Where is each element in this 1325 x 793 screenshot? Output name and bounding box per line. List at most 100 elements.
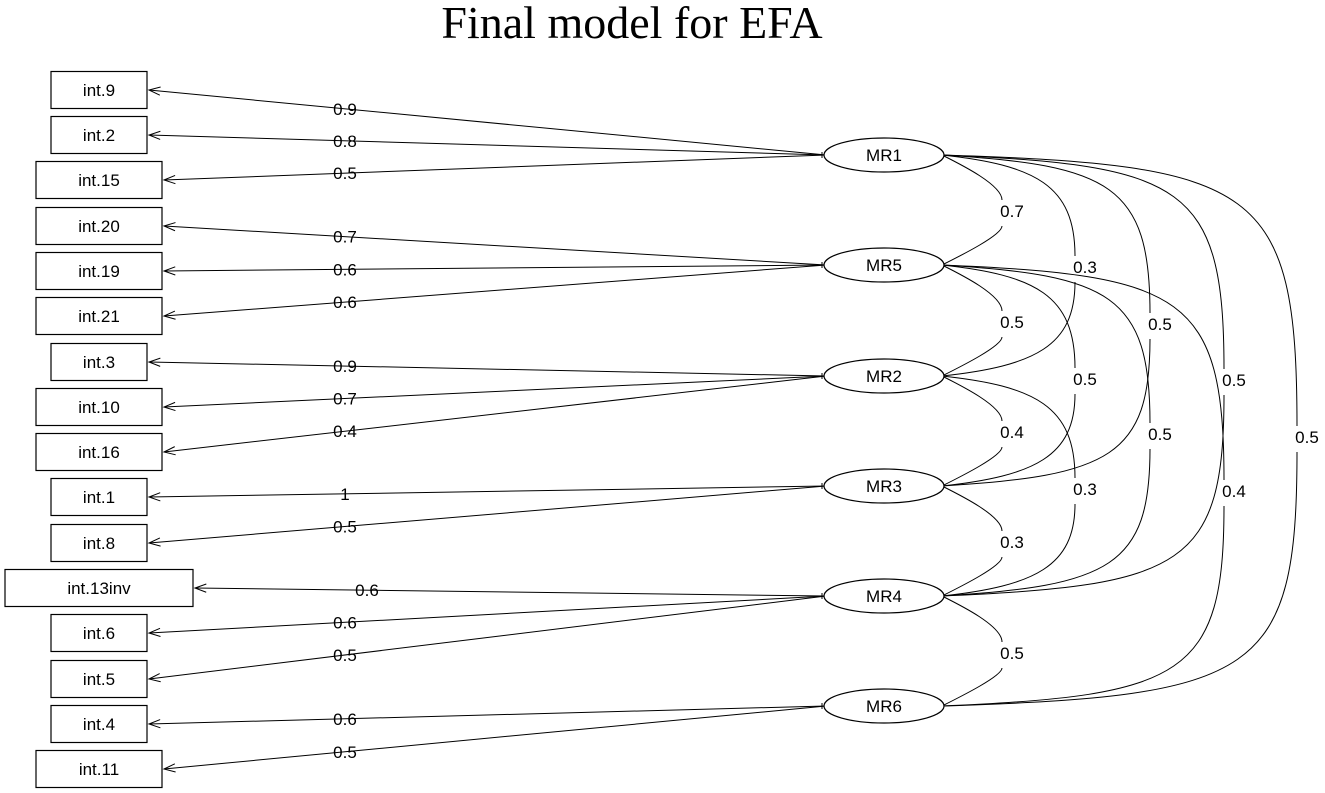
observed-box-int-21	[35, 296, 163, 336]
loading-arrowhead-int-11	[162, 763, 176, 773]
observed-box-int-9	[50, 70, 148, 110]
loading-arrowhead-int-20	[162, 222, 176, 232]
loading-value-mr3-int-1: 1	[340, 485, 349, 504]
corr-arc-lower-mr3-mr4	[941, 556, 1003, 597]
observed-box-int-8	[50, 523, 148, 563]
loading-value-mr4-int-5: 0.5	[333, 646, 357, 665]
loading-arrowhead-int-2	[147, 130, 161, 140]
loading-value-mr3-int-8: 0.5	[333, 517, 357, 536]
observed-box-int-19	[35, 251, 163, 291]
loading-line-mr1-int-15	[163, 154, 827, 181]
factor-label-mr5: MR5	[866, 256, 902, 275]
loading-arrowhead-int-21	[162, 310, 176, 320]
loading-value-mr5-int-19: 0.6	[333, 260, 357, 279]
corr-value-mr1-mr2: 0.3	[1073, 258, 1097, 277]
corr-value-mr5-mr6: 0.4	[1222, 482, 1246, 501]
loading-line-mr5-int-19	[163, 264, 827, 272]
loading-arrowhead-int-16	[162, 446, 176, 456]
observed-box-int-11	[35, 749, 163, 789]
corr-arc-upper-mr1-mr2	[941, 154, 1076, 257]
observed-label-int-8: int.8	[83, 534, 115, 553]
observed-label-int-13inv: int.13inv	[67, 579, 131, 598]
loading-value-mr2-int-10: 0.7	[333, 390, 357, 409]
loading-line-mr3-int-1	[148, 485, 827, 498]
corr-arc-lower-mr5-mr3	[941, 393, 1076, 487]
loading-value-mr5-int-21: 0.6	[333, 293, 357, 312]
corr-arc-lower-mr2-mr3	[941, 446, 1003, 487]
corr-arc-upper-mr1-mr5	[941, 154, 1003, 201]
loading-value-mr1-int-15: 0.5	[333, 164, 357, 183]
loading-value-mr5-int-20: 0.7	[333, 228, 357, 247]
factor-label-mr6: MR6	[866, 697, 902, 716]
corr-arc-lower-mr1-mr6	[941, 451, 1298, 707]
factor-ellipse-mr3	[823, 468, 945, 504]
corr-arc-lower-mr5-mr2	[941, 336, 1003, 377]
observed-label-int-4: int.4	[83, 715, 115, 734]
corr-value-mr2-mr3: 0.4	[1000, 423, 1024, 442]
loading-line-mr5-int-20	[163, 225, 827, 266]
observed-variables: int.9int.2int.15int.20int.19int.21int.3i…	[4, 70, 194, 789]
corr-value-mr1-mr4: 0.5	[1222, 371, 1246, 390]
loading-line-mr2-int-16	[163, 375, 827, 453]
factor-label-mr4: MR4	[866, 587, 902, 606]
loading-arrowhead-int-19	[162, 266, 176, 276]
corr-arc-lower-mr2-mr4	[941, 503, 1076, 597]
loading-line-mr1-int-2	[148, 134, 827, 156]
loading-arrowhead-int-10	[162, 401, 176, 412]
observed-label-int-21: int.21	[78, 307, 120, 326]
loading-arrowhead-int-6	[147, 627, 161, 637]
loading-arrowhead-int-13inv	[193, 583, 207, 593]
corr-arc-upper-mr5-mr3	[941, 264, 1076, 369]
corr-value-mr1-mr5: 0.7	[1000, 202, 1024, 221]
corr-value-mr1-mr3: 0.5	[1148, 315, 1172, 334]
loading-value-mr4-int-6: 0.6	[333, 613, 357, 632]
corr-value-mr5-mr3: 0.5	[1073, 370, 1097, 389]
observed-box-int-16	[35, 432, 163, 472]
factor-label-mr1: MR1	[866, 146, 902, 165]
corr-arc-upper-mr5-mr4	[941, 264, 1151, 424]
observed-box-int-15	[35, 160, 163, 200]
corr-value-mr2-mr4: 0.3	[1073, 480, 1097, 499]
observed-box-int-13inv	[4, 568, 194, 608]
loading-line-mr5-int-21	[163, 264, 827, 317]
observed-label-int-1: int.1	[83, 488, 115, 507]
loading-arrowhead-int-5	[147, 673, 161, 683]
factor-ellipse-mr4	[823, 578, 945, 614]
loading-line-mr4-int-13inv	[194, 587, 827, 597]
loading-line-mr3-int-8	[148, 485, 827, 544]
observed-box-int-1	[50, 477, 148, 517]
observed-box-int-10	[35, 387, 163, 427]
factor-label-mr2: MR2	[866, 367, 902, 386]
corr-arc-upper-mr4-mr6	[941, 595, 1003, 643]
loading-arrowhead-int-9	[147, 86, 161, 96]
loading-value-mr6-int-11: 0.5	[333, 743, 357, 762]
loading-line-mr2-int-3	[148, 361, 827, 377]
factor-correlation-arcs	[941, 154, 1298, 707]
factor-label-mr3: MR3	[866, 477, 902, 496]
observed-label-int-6: int.6	[83, 624, 115, 643]
corr-arc-upper-mr5-mr6	[941, 264, 1225, 481]
loading-arrowhead-int-15	[162, 175, 176, 185]
observed-box-int-2	[50, 115, 148, 155]
factor-ellipse-mr6	[823, 688, 945, 724]
observed-label-int-2: int.2	[83, 126, 115, 145]
corr-value-mr4-mr6: 0.5	[1000, 644, 1024, 663]
diagram-title: Final model for EFA	[441, 0, 822, 48]
corr-arc-upper-mr1-mr6	[941, 154, 1298, 427]
observed-box-int-3	[50, 342, 148, 382]
corr-arc-upper-mr1-mr4	[941, 154, 1225, 370]
corr-value-mr3-mr4: 0.3	[1000, 533, 1024, 552]
corr-arc-upper-mr2-mr4	[941, 375, 1076, 479]
observed-label-int-11: int.11	[79, 760, 119, 779]
loading-line-mr2-int-10	[163, 375, 827, 408]
loading-value-mr6-int-4: 0.6	[333, 710, 357, 729]
loading-edges	[147, 86, 827, 773]
observed-box-int-5	[50, 659, 148, 699]
corr-arc-lower-mr1-mr5	[941, 225, 1003, 266]
factor-ellipse-mr1	[823, 137, 945, 173]
observed-label-int-20: int.20	[78, 217, 120, 236]
observed-label-int-19: int.19	[78, 262, 120, 281]
loading-arrowhead-int-8	[147, 537, 161, 547]
